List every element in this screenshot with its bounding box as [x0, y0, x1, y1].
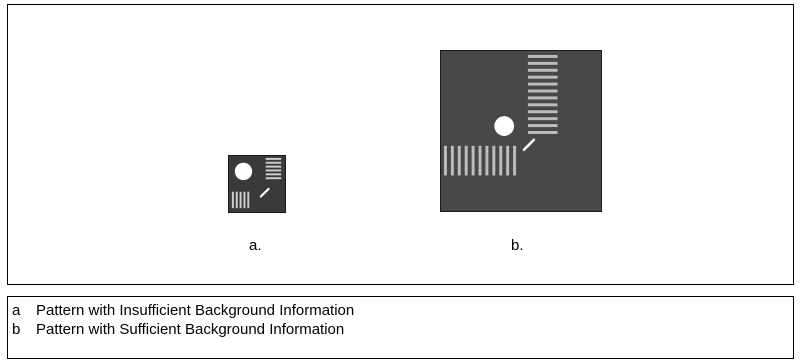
pattern-a-diagonal-mark	[259, 187, 270, 198]
pattern-b-horizontal-stripes	[527, 54, 558, 134]
pattern-a-circle	[234, 162, 253, 181]
pattern-b-vertical-stripes	[443, 145, 517, 176]
pattern-b-diagonal-mark	[522, 138, 536, 152]
legend-text-b: Pattern with Sufficient Background Infor…	[36, 321, 345, 338]
caption-a: a.	[249, 237, 262, 254]
pattern-a-image	[228, 155, 286, 213]
pattern-a-horizontal-stripes	[265, 157, 282, 180]
pattern-b-circle	[494, 116, 515, 136]
legend-box: a Pattern with Insufficient Background I…	[7, 296, 794, 359]
pattern-a-graphic	[229, 156, 285, 212]
caption-b: b.	[511, 237, 524, 254]
pattern-b-graphic	[441, 51, 601, 211]
legend-key-b: b	[12, 321, 21, 338]
figure-frame: a. b.	[7, 4, 794, 285]
pattern-a-vertical-stripes	[231, 191, 250, 209]
pattern-b-image	[440, 50, 602, 212]
legend-text-a: Pattern with Insufficient Background Inf…	[36, 302, 355, 319]
legend-key-a: a	[12, 302, 21, 319]
